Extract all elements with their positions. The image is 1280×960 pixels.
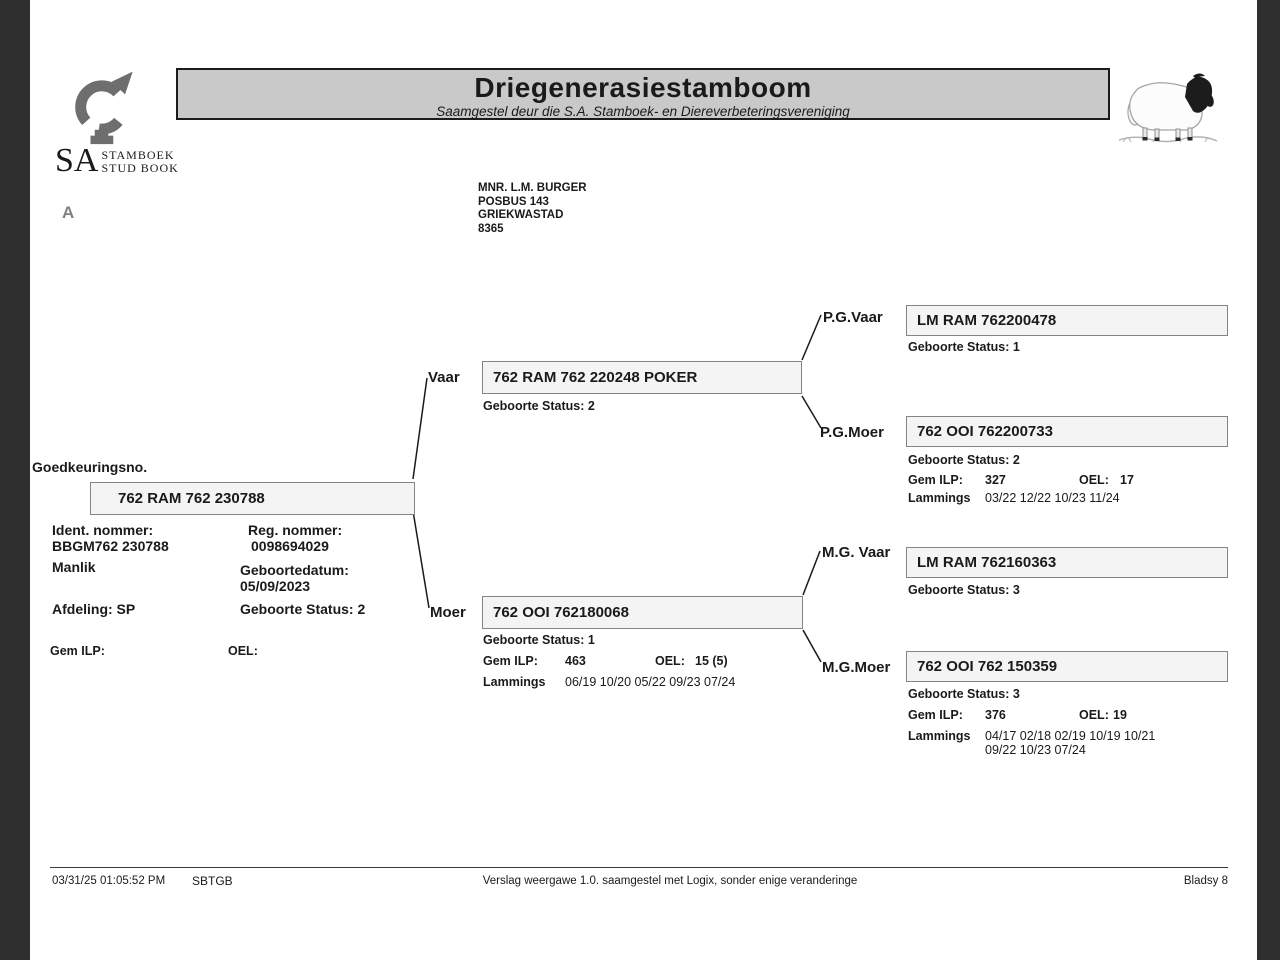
- pg-moer-gem-ilp-value: 327: [985, 473, 1006, 487]
- vaar-label: Vaar: [428, 369, 460, 386]
- pg-moer-box: 762 OOI 762200733: [906, 416, 1228, 447]
- vaar-id: 762 RAM 762 220248 POKER: [493, 369, 698, 386]
- footer-divider: [50, 867, 1228, 868]
- moer-oel-label: OEL:: [655, 654, 685, 668]
- subject-animal-box: 762 RAM 762 230788: [90, 482, 415, 515]
- circle-arrows-icon: [75, 71, 133, 145]
- mg-moer-id: 762 OOI 762 150359: [917, 658, 1058, 675]
- section-marker-a: A: [62, 203, 75, 222]
- subject-gem-ilp-label: Gem ILP:: [50, 644, 105, 658]
- birthdate-label: Geboortedatum:: [240, 562, 349, 578]
- moer-id: 762 OOI 762180068: [493, 604, 629, 621]
- sheep-image: [1118, 73, 1218, 143]
- pg-moer-birth-status: Geboorte Status: 2: [908, 453, 1020, 467]
- mg-moer-lammings-label: Lammings: [908, 729, 971, 743]
- vaar-birth-status: Geboorte Status: 2: [483, 399, 595, 413]
- logo-wordmark: SA STAMBOEK STUD BOOK: [55, 142, 179, 179]
- mg-moer-lammings-dates: 04/17 02/18 02/19 10/19 10/21 09/22 10/2…: [985, 729, 1156, 757]
- pedigree-connector-lines: [412, 314, 822, 663]
- moer-lammings-dates: 06/19 10/20 05/22 09/23 07/24: [565, 675, 736, 689]
- report-title-banner: Driegenerasiestamboom Saamgestel deur di…: [176, 68, 1110, 120]
- pg-moer-lammings-label: Lammings: [908, 491, 971, 505]
- moer-box: 762 OOI 762180068: [482, 596, 803, 629]
- document-page: Driegenerasiestamboom Saamgestel deur di…: [30, 0, 1257, 960]
- page-subtitle: Saamgestel deur die S.A. Stamboek- en Di…: [436, 104, 850, 119]
- mg-moer-label: M.G.Moer: [822, 659, 891, 676]
- mg-moer-gem-ilp-label: Gem ILP:: [908, 708, 963, 722]
- mg-moer-birth-status: Geboorte Status: 3: [908, 687, 1020, 701]
- sex-value: Manlik: [52, 559, 96, 575]
- moer-lammings-label: Lammings: [483, 675, 546, 689]
- reg-number-value: 0098694029: [251, 538, 329, 554]
- pg-vaar-box: LM RAM 762200478: [906, 305, 1228, 336]
- mg-vaar-id: LM RAM 762160363: [917, 554, 1057, 571]
- pg-moer-oel-label: OEL:: [1079, 473, 1109, 487]
- mg-moer-gem-ilp-value: 376: [985, 708, 1006, 722]
- pg-moer-label: P.G.Moer: [820, 424, 884, 441]
- subject-animal-id: 762 RAM 762 230788: [118, 490, 265, 507]
- mg-vaar-label: M.G. Vaar: [822, 544, 891, 561]
- pg-moer-id: 762 OOI 762200733: [917, 423, 1053, 440]
- pg-moer-lammings-dates: 03/22 12/22 10/23 11/24: [985, 491, 1120, 505]
- birthdate-value: 05/09/2023: [240, 578, 311, 594]
- moer-gem-ilp-value: 463: [565, 654, 586, 668]
- footer-timestamp: 03/31/25 01:05:52 PM: [52, 875, 166, 887]
- division-value: Afdeling: SP: [52, 601, 136, 617]
- footer-report-code: SBTGB: [192, 874, 233, 888]
- moer-oel-value: 15 (5): [695, 654, 728, 668]
- footer-page-number: Bladsy 8: [1183, 875, 1228, 887]
- mg-vaar-box: LM RAM 762160363: [906, 547, 1228, 578]
- moer-gem-ilp-label: Gem ILP:: [483, 654, 538, 668]
- pg-moer-gem-ilp-label: Gem ILP:: [908, 473, 963, 487]
- moer-birth-status: Geboorte Status: 1: [483, 633, 595, 647]
- mg-moer-box: 762 OOI 762 150359: [906, 651, 1228, 682]
- mg-vaar-birth-status: Geboorte Status: 3: [908, 583, 1020, 597]
- mg-moer-oel-value: 19: [1113, 708, 1127, 722]
- footer-version-note: Verslag weergawe 1.0. saamgestel met Log…: [482, 875, 858, 887]
- subject-oel-label: OEL:: [228, 644, 258, 658]
- mg-moer-oel-label: OEL:: [1079, 708, 1109, 722]
- pg-vaar-id: LM RAM 762200478: [917, 312, 1057, 329]
- moer-label: Moer: [430, 604, 466, 621]
- approval-number-label: Goedkeuringsno.: [32, 459, 148, 475]
- subject-birth-status: Geboorte Status: 2: [240, 601, 366, 617]
- ident-number-label: Ident. nommer:: [52, 522, 154, 538]
- pg-vaar-birth-status: Geboorte Status: 1: [908, 340, 1020, 354]
- pg-moer-oel-value: 17: [1120, 473, 1134, 487]
- pg-vaar-label: P.G.Vaar: [823, 309, 883, 326]
- vaar-box: 762 RAM 762 220248 POKER: [482, 361, 802, 394]
- ident-number-value: BBGM762 230788: [52, 538, 169, 554]
- reg-number-label: Reg. nommer:: [248, 522, 343, 538]
- logo-sub-text: STAMBOEK STUD BOOK: [101, 148, 179, 175]
- page-title: Driegenerasiestamboom: [474, 72, 812, 103]
- logo-sa-text: SA: [55, 142, 99, 179]
